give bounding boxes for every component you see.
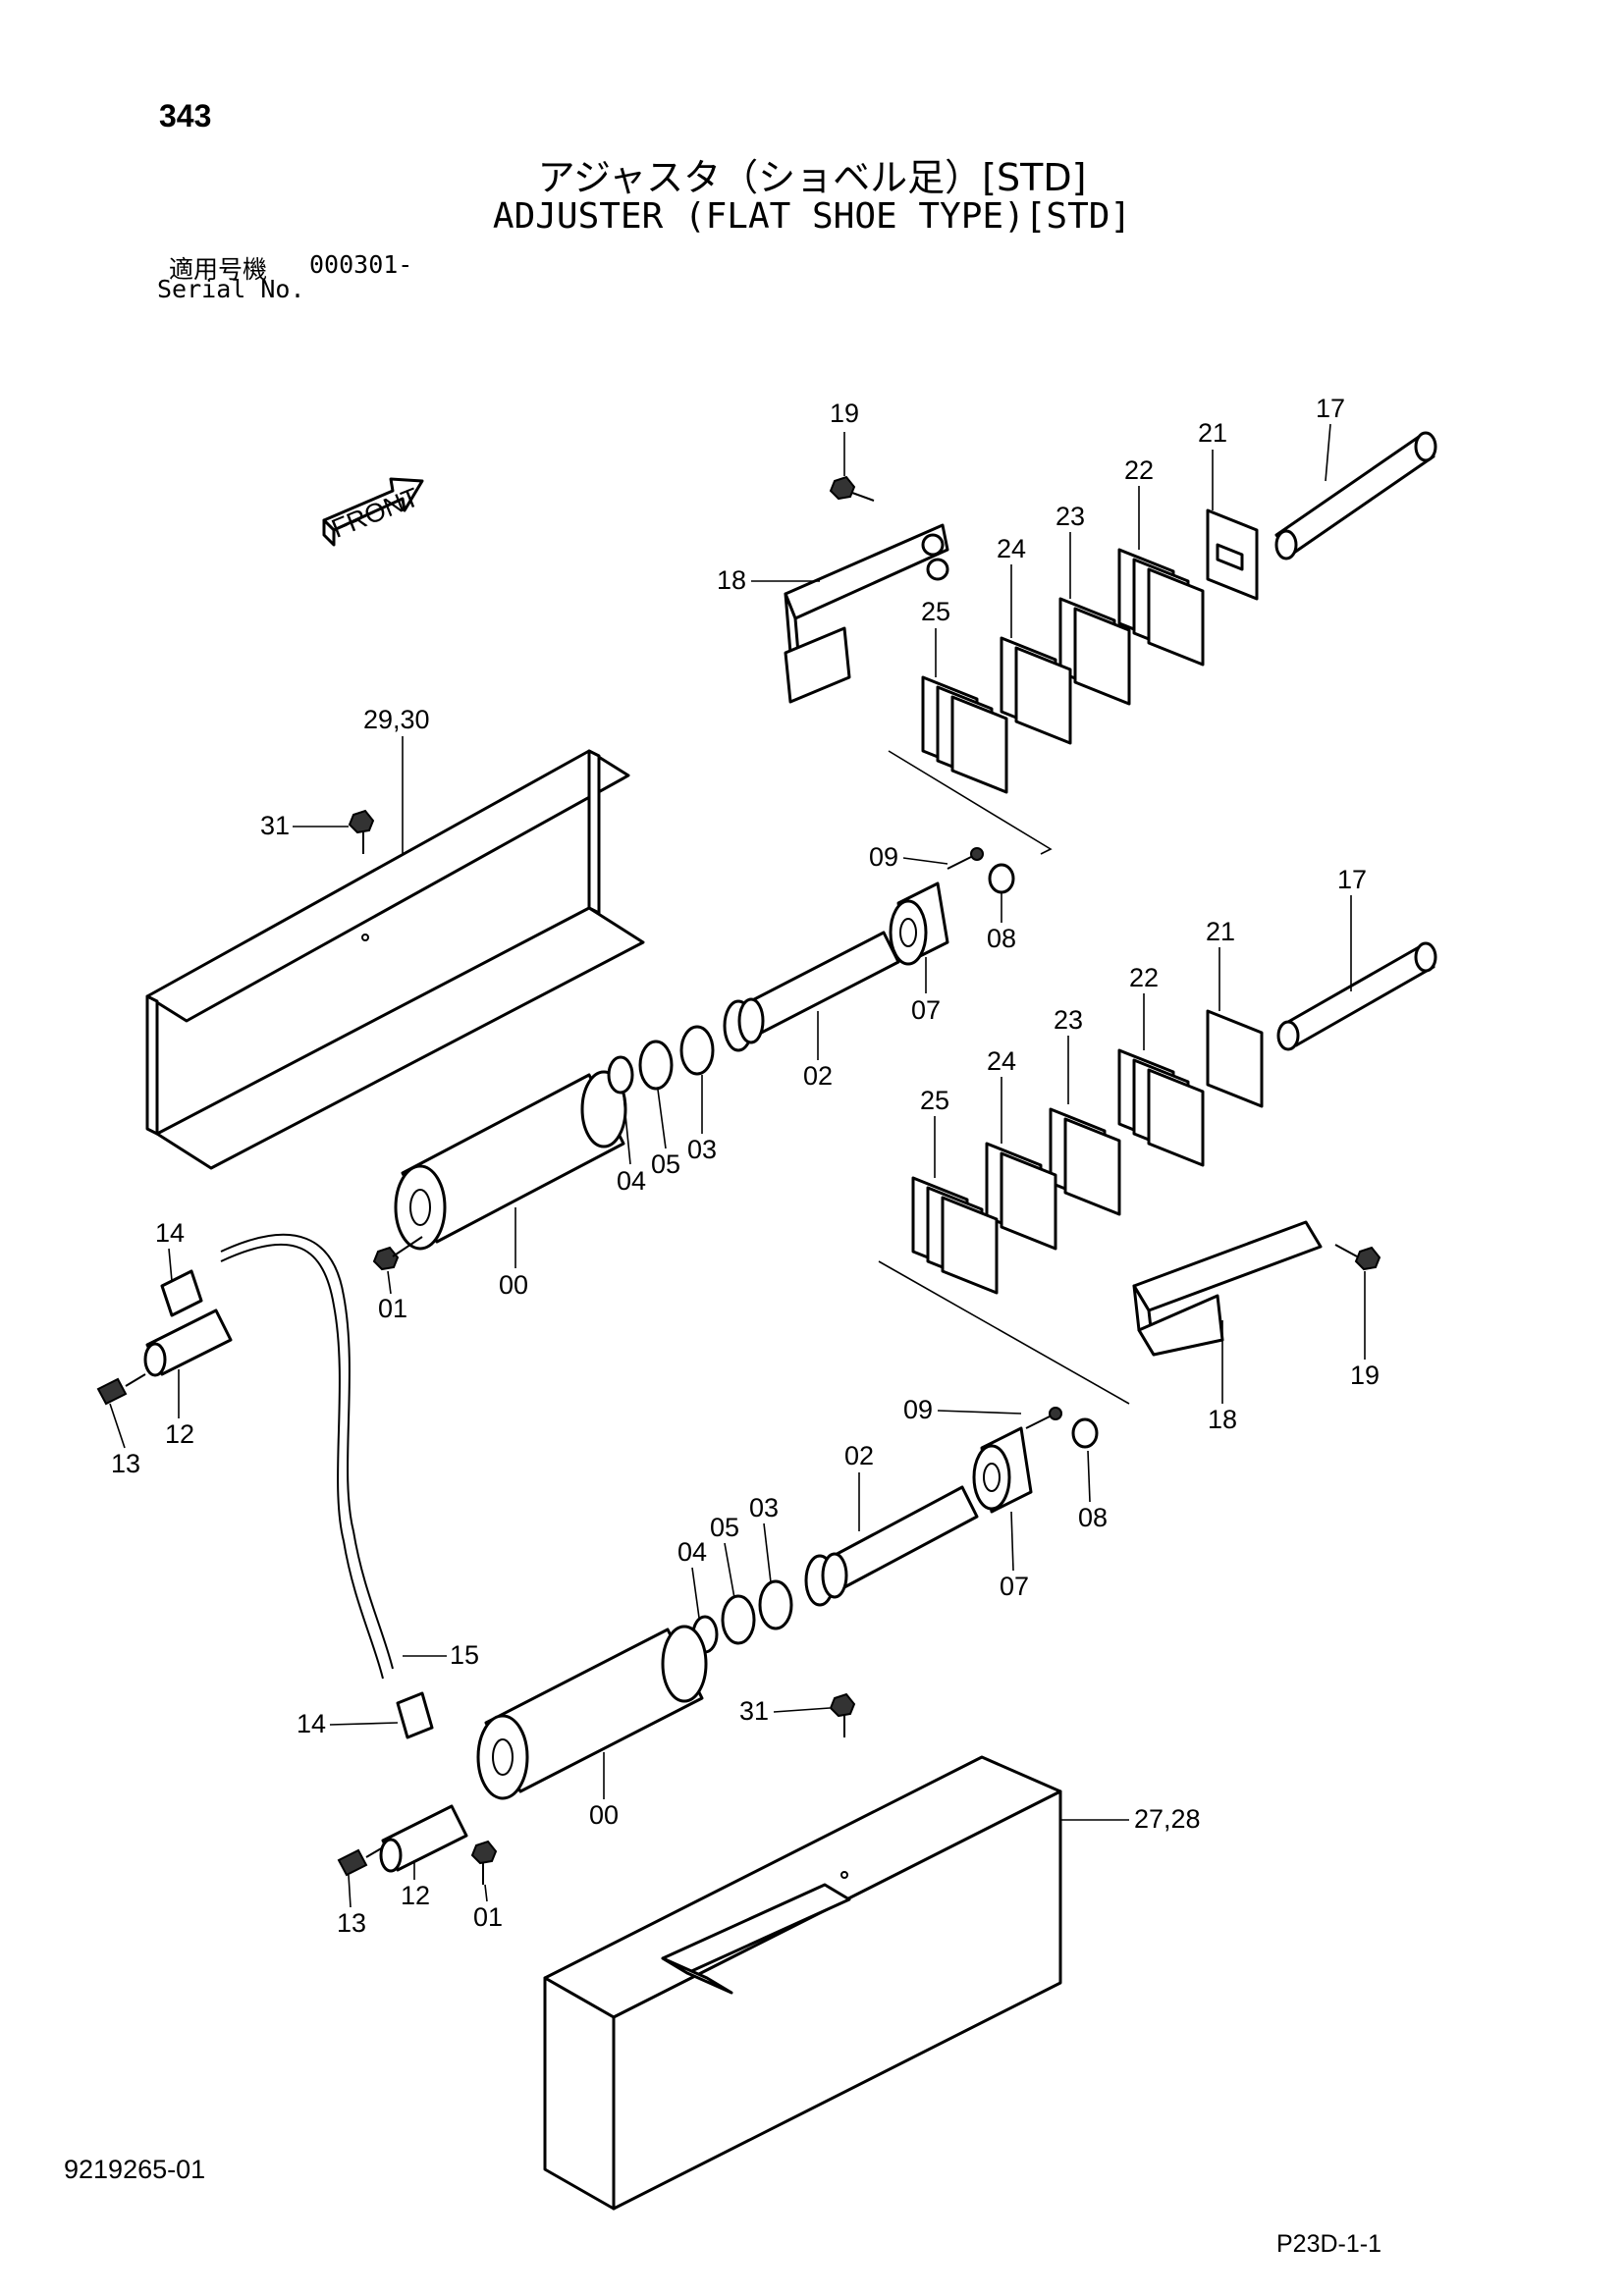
callout-25-mid: 25 xyxy=(920,1086,949,1115)
callout-24-top: 24 xyxy=(997,534,1026,563)
plate-18-mid xyxy=(1132,1220,1323,1357)
front-label: FRONT xyxy=(327,482,422,544)
page-number: 343 xyxy=(159,98,212,133)
serial-label-japanese: 適用号機 xyxy=(169,255,268,284)
title-english: ADJUSTER (FLAT SHOE TYPE)[STD] xyxy=(492,196,1132,237)
callout-29-30: 29,30 xyxy=(363,705,430,734)
callout-03-bot: 03 xyxy=(749,1493,779,1522)
callout-13-top: 13 xyxy=(111,1449,140,1478)
callout-07-top: 07 xyxy=(911,995,941,1025)
plate-18-top xyxy=(784,523,949,704)
cylinder-00-top xyxy=(394,1070,627,1251)
callout-18-top: 18 xyxy=(717,565,746,595)
flange-07-top xyxy=(889,881,949,966)
callout-24-mid: 24 xyxy=(987,1046,1016,1076)
serial-number-value: 000301- xyxy=(309,250,413,279)
bolt-09-bot xyxy=(1025,1407,1099,1449)
bolt-19-top xyxy=(829,475,875,502)
bolt-01-bot xyxy=(470,1840,498,1885)
callout-00-top: 00 xyxy=(499,1270,528,1300)
document-id: 9219265-01 xyxy=(64,2155,206,2184)
callout-14-top: 14 xyxy=(155,1218,185,1248)
callout-17-mid: 17 xyxy=(1337,865,1367,894)
callout-21-mid: 21 xyxy=(1206,917,1235,946)
callout-25-top: 25 xyxy=(921,597,950,626)
cylinder-00-bot xyxy=(476,1625,708,1800)
bolt-31-top xyxy=(348,809,375,854)
callout-31-top: 31 xyxy=(260,811,290,840)
callout-05-bot: 05 xyxy=(710,1513,739,1542)
callout-13-bot: 13 xyxy=(337,1908,366,1938)
callout-07-bot: 07 xyxy=(1000,1572,1029,1601)
callout-02-top: 02 xyxy=(803,1061,833,1091)
cover-27-28 xyxy=(543,1755,1062,2211)
callouts: 19 17 21 22 23 24 18 25 29,30 31 09 08 0… xyxy=(109,394,1380,1938)
callout-18-mid: 18 xyxy=(1208,1405,1237,1434)
bolt-09-top xyxy=(947,847,1015,894)
callout-08-bot: 08 xyxy=(1078,1503,1108,1532)
callout-22-mid: 22 xyxy=(1129,963,1159,992)
callout-08-top: 08 xyxy=(987,924,1016,953)
page-code: P23D-1-1 xyxy=(1276,2230,1381,2258)
callout-04-bot: 04 xyxy=(677,1537,707,1567)
callout-23-mid: 23 xyxy=(1054,1005,1083,1035)
callout-09-bot: 09 xyxy=(903,1395,933,1424)
callout-03-top: 03 xyxy=(687,1135,717,1164)
bolt-31-bot xyxy=(829,1692,856,1737)
callout-15: 15 xyxy=(450,1640,479,1670)
callout-14-bot: 14 xyxy=(297,1709,326,1738)
cover-29-30 xyxy=(145,749,645,1170)
callout-31-bot: 31 xyxy=(739,1696,769,1726)
rod-02-bot xyxy=(804,1485,979,1607)
callout-17-top: 17 xyxy=(1316,394,1345,423)
callout-01-top: 01 xyxy=(378,1294,407,1323)
callout-04-top: 04 xyxy=(617,1166,646,1196)
callout-09-top: 09 xyxy=(869,842,898,872)
callout-19-top: 19 xyxy=(830,399,859,428)
shims-top xyxy=(921,508,1259,794)
rings-bot xyxy=(691,1579,793,1654)
title-japanese: アジャスタ（ショベル足）[STD] xyxy=(537,156,1087,199)
callout-21-top: 21 xyxy=(1198,418,1227,448)
bolt-01-top xyxy=(372,1236,423,1271)
callout-23-top: 23 xyxy=(1056,502,1085,531)
flange-07-bot xyxy=(972,1426,1033,1514)
callout-00-bot: 00 xyxy=(589,1800,619,1830)
shims-mid xyxy=(911,1009,1264,1295)
fitting-14-12-13-top xyxy=(96,1269,233,1406)
callout-02-bot: 02 xyxy=(844,1441,874,1470)
front-arrow: FRONT xyxy=(322,477,424,547)
callout-05-top: 05 xyxy=(651,1149,680,1179)
callout-12-bot: 12 xyxy=(401,1881,430,1910)
callout-19-mid: 19 xyxy=(1350,1361,1380,1390)
pin-17-mid xyxy=(1276,941,1437,1051)
bolt-19-mid xyxy=(1334,1244,1381,1271)
rings-top xyxy=(607,1025,715,1095)
callout-01-bot: 01 xyxy=(473,1902,503,1932)
serial-label-english: Serial No. xyxy=(157,275,305,303)
rod-02-top xyxy=(723,931,900,1052)
callout-12-top: 12 xyxy=(165,1419,194,1449)
pin-17-top xyxy=(1274,431,1437,561)
fitting-14-12-13-bot xyxy=(337,1691,468,1877)
callout-27-28: 27,28 xyxy=(1134,1804,1201,1834)
callout-22-top: 22 xyxy=(1124,455,1154,485)
